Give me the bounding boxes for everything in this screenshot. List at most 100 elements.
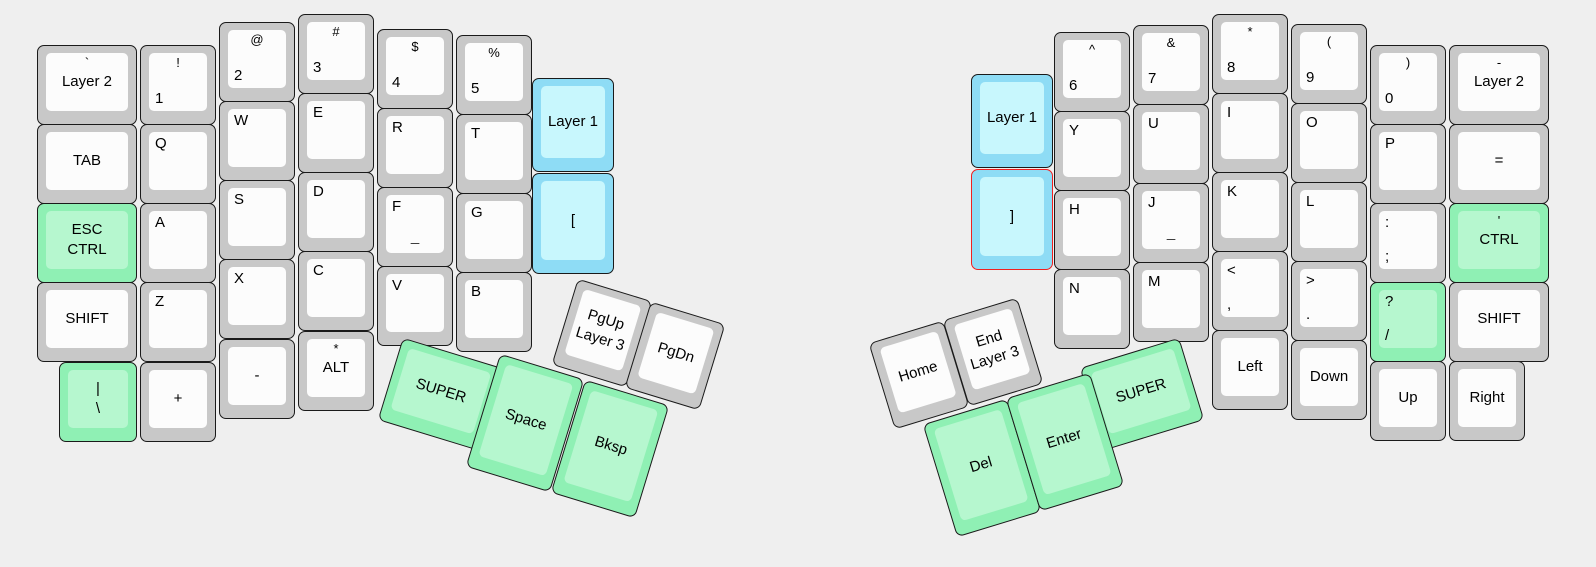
key-h[interactable]: H	[1054, 190, 1130, 270]
key-w[interactable]: W	[219, 101, 295, 181]
key-5-label-top: %	[488, 45, 500, 60]
key-7[interactable]: &7	[1133, 25, 1209, 105]
key-5-label-bottom: 5	[471, 80, 480, 98]
key-plus[interactable]: +	[140, 362, 216, 442]
key-i[interactable]: I	[1212, 93, 1288, 173]
key-u[interactable]: U	[1133, 104, 1209, 184]
key-minus-layer2-label-top: -	[1496, 55, 1502, 70]
key-space-label-center: Space	[503, 405, 549, 435]
key-shift-left[interactable]: SHIFT	[37, 282, 137, 362]
key-h-cap: H	[1063, 198, 1121, 256]
key-6-label-bottom: 6	[1069, 77, 1078, 95]
key-enter-label-center: Enter	[1044, 425, 1084, 453]
key-k[interactable]: K	[1212, 172, 1288, 252]
key-pipe-backslash[interactable]: | \	[59, 362, 137, 442]
key-a[interactable]: A	[140, 203, 216, 283]
key-0[interactable]: )0	[1370, 45, 1446, 125]
key-s[interactable]: S	[219, 180, 295, 260]
key-shift-right[interactable]: SHIFT	[1449, 282, 1549, 362]
key-down[interactable]: Down	[1291, 340, 1367, 420]
key-g[interactable]: G	[456, 193, 532, 273]
key-rightbracket[interactable]: ]	[971, 169, 1053, 270]
key-1[interactable]: !1	[140, 45, 216, 125]
key-minus[interactable]: -	[219, 339, 295, 419]
key-j-cap: J_	[1142, 191, 1200, 249]
key-l[interactable]: L	[1291, 182, 1367, 262]
key-up[interactable]: Up	[1370, 361, 1446, 441]
key-o[interactable]: O	[1291, 103, 1367, 183]
key-b[interactable]: B	[456, 272, 532, 352]
key-t[interactable]: T	[456, 114, 532, 194]
key-8-label-bottom: 8	[1227, 59, 1236, 77]
key-q[interactable]: Q	[140, 124, 216, 204]
key-layer1[interactable]: Layer 1	[532, 78, 614, 172]
key-n[interactable]: N	[1054, 269, 1130, 349]
key-y-cap: Y	[1063, 119, 1121, 177]
key-right[interactable]: Right	[1449, 361, 1525, 441]
key-i-label-topleft: I	[1227, 104, 1232, 121]
key-tab[interactable]: TAB	[37, 124, 137, 204]
key-8[interactable]: *8	[1212, 14, 1288, 94]
key-9[interactable]: (9	[1291, 24, 1367, 104]
key-down-label-center: Down	[1309, 368, 1349, 386]
key-c[interactable]: C	[298, 251, 374, 331]
key-s-label-topleft: S	[234, 191, 245, 208]
key-z-label-topleft: Z	[155, 293, 165, 310]
key-2[interactable]: @2	[219, 22, 295, 102]
key-3[interactable]: #3	[298, 14, 374, 94]
key-equals-label-center: =	[1494, 152, 1504, 170]
key-shift-right-label-center: SHIFT	[1477, 310, 1521, 328]
key-alt[interactable]: *ALT	[298, 331, 374, 411]
key-r[interactable]: R	[377, 108, 453, 188]
key-5[interactable]: %5	[456, 35, 532, 115]
key-9-label-top: (	[1326, 34, 1332, 49]
key-equals[interactable]: =	[1449, 124, 1549, 204]
key-slash[interactable]: ?/	[1370, 282, 1446, 362]
key-v[interactable]: V	[377, 266, 453, 346]
key-quote-ctrl[interactable]: 'CTRL	[1449, 203, 1549, 283]
key-0-label-top: )	[1405, 55, 1411, 70]
key-plus-label-center: +	[173, 390, 183, 408]
key-grave-layer2-cap: `Layer 2	[46, 53, 128, 111]
key-comma[interactable]: <,	[1212, 251, 1288, 331]
key-u-cap: U	[1142, 112, 1200, 170]
key-plus-cap: +	[149, 370, 207, 428]
key-v-label-topleft: V	[392, 277, 403, 294]
key-4[interactable]: $4	[377, 29, 453, 109]
key-y[interactable]: Y	[1054, 111, 1130, 191]
key-x-label-topleft: X	[234, 270, 245, 287]
key-minus-cap: -	[228, 347, 286, 405]
key-2-cap: @2	[228, 30, 286, 88]
key-4-cap: $4	[386, 37, 444, 95]
key-d[interactable]: D	[298, 172, 374, 252]
key-p[interactable]: P	[1370, 124, 1446, 204]
key-o-label-topleft: O	[1306, 114, 1318, 131]
key-n-label-topleft: N	[1069, 280, 1080, 297]
key-esc-ctrl[interactable]: ESC CTRL	[37, 203, 137, 283]
key-period[interactable]: >.	[1291, 261, 1367, 341]
key-grave-layer2[interactable]: `Layer 2	[37, 45, 137, 125]
key-layer1-right[interactable]: Layer 1	[971, 74, 1053, 168]
key-4-label-bottom: 4	[392, 74, 401, 92]
key-f-cap: F_	[386, 195, 444, 253]
key-e[interactable]: E	[298, 93, 374, 173]
key-layer1-cap: Layer 1	[541, 86, 605, 158]
key-alt-label-top: *	[333, 341, 339, 356]
key-comma-cap: <,	[1221, 259, 1279, 317]
key-equals-cap: =	[1458, 132, 1540, 190]
key-f[interactable]: F_	[377, 187, 453, 267]
key-m[interactable]: M	[1133, 262, 1209, 342]
key-pgup-layer3-label-center: PgUp Layer 3	[573, 306, 627, 355]
key-left[interactable]: Left	[1212, 330, 1288, 410]
key-semicolon[interactable]: :;	[1370, 203, 1446, 283]
key-minus-layer2[interactable]: -Layer 2	[1449, 45, 1549, 125]
key-comma-label-topleft: <	[1227, 262, 1236, 279]
key-x[interactable]: X	[219, 259, 295, 339]
key-j[interactable]: J_	[1133, 183, 1209, 263]
key-6[interactable]: ^6	[1054, 32, 1130, 112]
key-z[interactable]: Z	[140, 282, 216, 362]
key-q-cap: Q	[149, 132, 207, 190]
key-period-label-bottomleft: .	[1306, 306, 1311, 324]
key-a-label-topleft: A	[155, 214, 166, 231]
key-leftbracket[interactable]: [	[532, 173, 614, 274]
